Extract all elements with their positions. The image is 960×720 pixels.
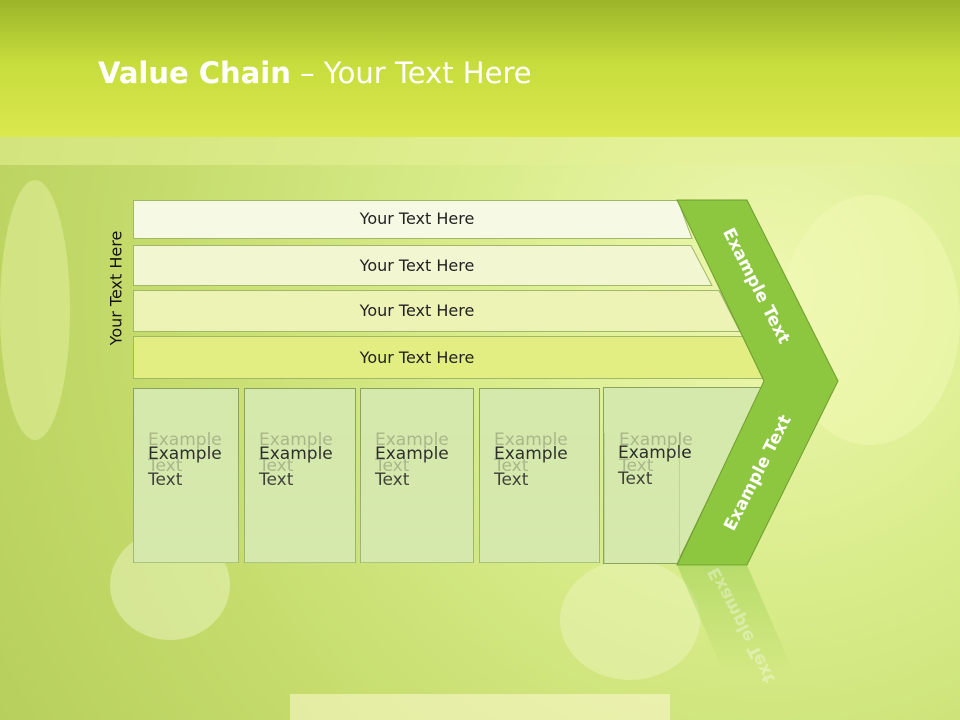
column-reflection: Example Text [244, 430, 356, 563]
bottom-strip [290, 694, 670, 720]
column-2[interactable]: Example Text [244, 388, 356, 563]
slide-title[interactable]: Value Chain – Your Text Here [98, 56, 532, 90]
column-text: Example Text [148, 441, 238, 493]
bar-text: Your Text Here [359, 209, 475, 228]
column-reflection: Example Text [360, 430, 474, 563]
background-flower [560, 560, 700, 680]
bar-text: Your Text Here [359, 301, 475, 320]
column-text: Example Text [375, 441, 473, 493]
bar-text: Your Text Here [359, 348, 475, 367]
title-rest: – Your Text Here [290, 56, 532, 90]
title-bold: Value Chain [98, 56, 291, 90]
side-label[interactable]: Your Text Here [106, 230, 126, 346]
column-5-text: Example Text [618, 440, 692, 492]
reflection-text: Example Text [494, 430, 568, 476]
bar-row-1[interactable]: Your Text Here [133, 200, 693, 239]
bar-text: Your Text Here [359, 256, 475, 275]
column-reflection: Example Text [133, 430, 239, 563]
column-4[interactable]: Example Text [479, 388, 600, 563]
column-1[interactable]: Example Text [133, 388, 239, 563]
bar-row-3[interactable]: Your Text Here [133, 290, 741, 332]
bar-row-4[interactable]: Your Text Here [133, 336, 767, 379]
reflection-text: Example Text [259, 430, 333, 476]
chevron-arrow[interactable] [676, 199, 840, 567]
header-band [0, 137, 960, 165]
column-text: Example Text [494, 441, 599, 493]
reflection-text: Example Text [148, 430, 222, 476]
bar-row-2[interactable]: Your Text Here [133, 245, 713, 286]
chevron-reflection [677, 565, 794, 673]
header-bar [0, 0, 960, 137]
column-text: Example Text [259, 441, 355, 493]
reflection-text: Example Text [375, 430, 449, 476]
column-reflection: Example Text [604, 430, 693, 563]
column-3[interactable]: Example Text [360, 388, 474, 563]
column-reflection: Example Text [479, 430, 600, 563]
background-leaf [0, 180, 70, 440]
column-5-shape[interactable] [603, 387, 765, 565]
